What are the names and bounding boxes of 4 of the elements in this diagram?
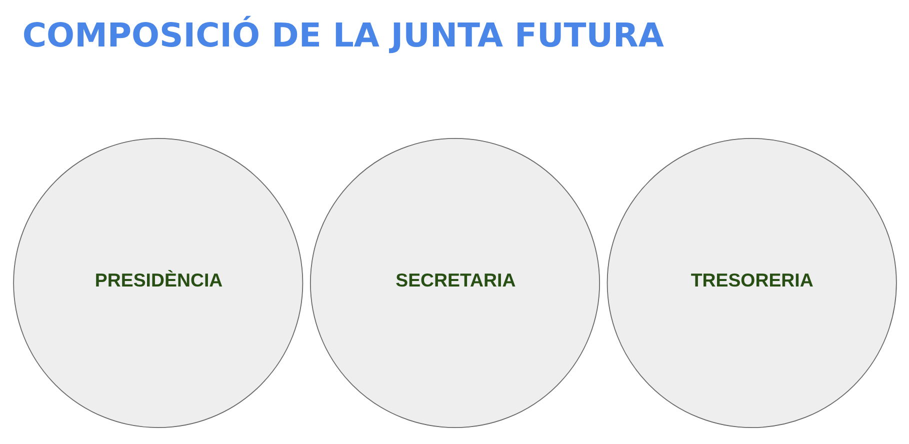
node-circle: TRESORERIA: [606, 138, 896, 428]
diagram-title: COMPOSICIÓ DE LA JUNTA FUTURA: [22, 16, 664, 55]
node-circle: SECRETARIA: [309, 138, 600, 428]
node-circle: PRESIDÈNCIA: [12, 138, 303, 428]
